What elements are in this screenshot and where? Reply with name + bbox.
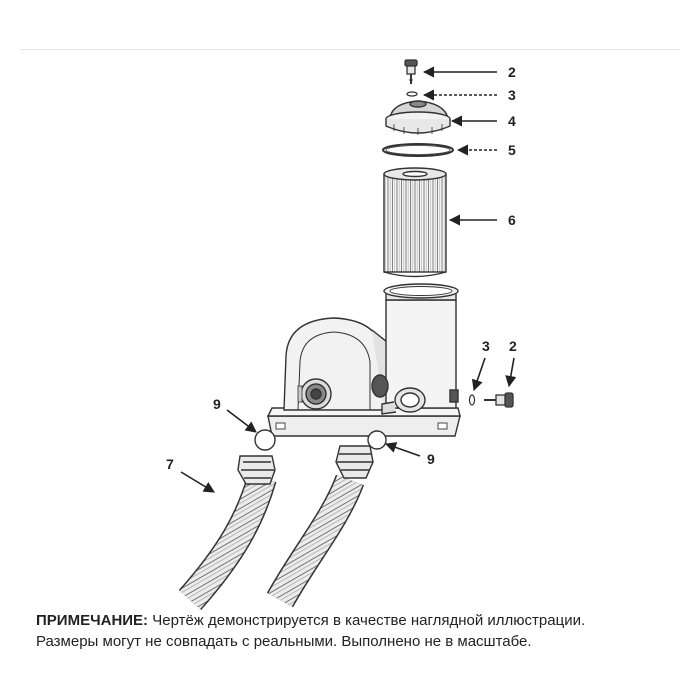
hose-left [178,455,277,610]
note-line-2: Размеры могут не совпадать с реальными. … [36,633,532,650]
air-valve-side [484,392,514,408]
callout-3-top: 3 [508,87,516,103]
callout-2-top: 2 [508,64,516,80]
hose-o-ring-left [254,429,276,451]
top-divider [20,49,680,50]
callout-arrows [180,66,517,493]
filter-cartridge [383,167,447,278]
callout-6: 6 [508,212,516,228]
small-o-ring-top [406,91,418,97]
callout-2-side: 2 [509,338,517,354]
small-o-ring-side [468,394,476,406]
filter-cover [385,100,451,135]
note-label: ПРИМЕЧАНИЕ: [36,612,149,629]
disclaimer-note: ПРИМЕЧАНИЕ: Чертёж демонстрируется в кач… [36,610,676,652]
hose-o-ring-right [367,430,387,450]
callout-5: 5 [508,142,516,158]
pump-assembly [266,283,461,437]
callout-9-right: 9 [427,451,435,467]
air-valve-top [404,59,418,84]
note-line-1: Чертёж демонстрируется в качестве нагляд… [152,612,586,629]
callout-3-side: 3 [482,338,490,354]
large-o-ring [382,143,454,157]
callout-9-left: 9 [213,396,221,412]
callout-7: 7 [166,456,174,472]
callout-4: 4 [508,113,516,129]
hose-right [266,445,374,608]
